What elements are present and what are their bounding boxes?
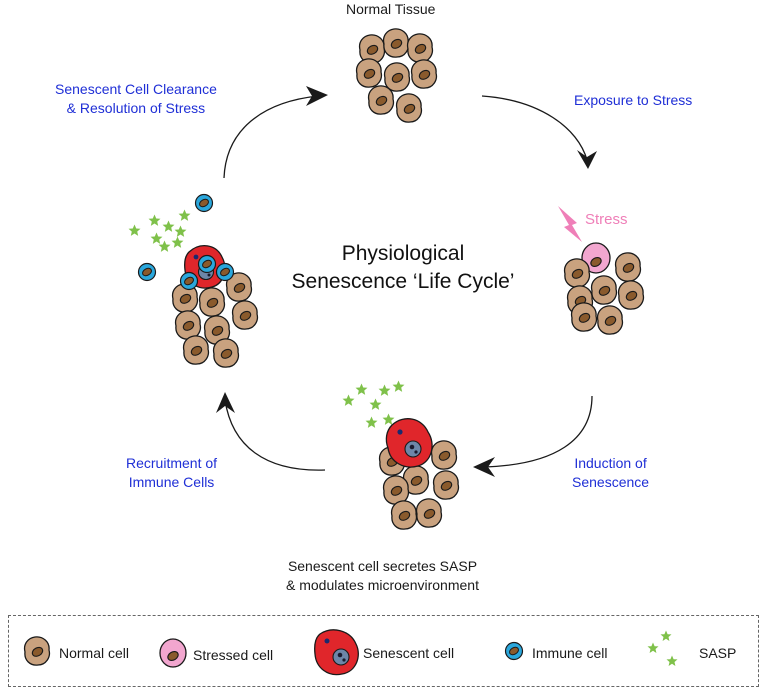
legend-sasp-label: SASP [699, 645, 737, 661]
label-induction-line2: Senescence [572, 474, 650, 490]
label-stress: Stress [585, 211, 628, 228]
legend-immune-label: Immune cell [532, 645, 608, 661]
label-normal-tissue: Normal Tissue [346, 1, 436, 17]
legend-icons [23, 629, 678, 676]
label-recruitment-line1: Recruitment of [126, 455, 218, 471]
legend [8, 615, 759, 687]
label-exposure: Exposure to Stress [574, 92, 693, 108]
arrow-recruitment [224, 399, 326, 471]
label-recruitment-line2: Immune Cells [128, 474, 215, 490]
label-recruitment: Recruitment of Immune Cells [126, 454, 217, 492]
normal-tissue-cluster [355, 28, 438, 123]
arrowhead-recruitment [216, 392, 235, 413]
legend-normal-label: Normal cell [59, 645, 130, 661]
label-sasp-stage-line1: Senescent cell secretes SASP [287, 558, 478, 574]
arrow-exposure [481, 95, 588, 161]
label-induction-line1: Induction of [574, 455, 647, 471]
center-title: Physiological Senescence ‘Life Cycle’ [238, 240, 568, 296]
label-clearance: Senescent Cell Clearance & Resolution of… [55, 80, 217, 118]
arrow-induction [482, 395, 593, 468]
center-title-line1: Physiological [341, 242, 465, 265]
arrow-clearance [223, 95, 319, 179]
lightning-icon [558, 206, 582, 242]
arrowhead-clearance [306, 86, 328, 106]
legend-senescent-label: Senescent cell [363, 645, 455, 661]
label-sasp-stage: Senescent cell secretes SASP & modulates… [286, 557, 479, 595]
senescent-tissue-cluster [342, 380, 460, 530]
immune-recruitment-cluster [128, 193, 259, 368]
center-title-line2: Senescence ‘Life Cycle’ [291, 270, 515, 293]
arrowhead-induction [473, 457, 495, 477]
label-induction: Induction of Senescence [572, 454, 649, 492]
label-clearance-line2: & Resolution of Stress [66, 100, 206, 116]
label-clearance-line1: Senescent Cell Clearance [55, 81, 217, 97]
arrowhead-exposure [577, 150, 597, 169]
label-sasp-stage-line2: & modulates microenvironment [286, 577, 479, 593]
legend-stressed-label: Stressed cell [193, 647, 274, 663]
stressed-tissue-cluster [558, 206, 645, 335]
